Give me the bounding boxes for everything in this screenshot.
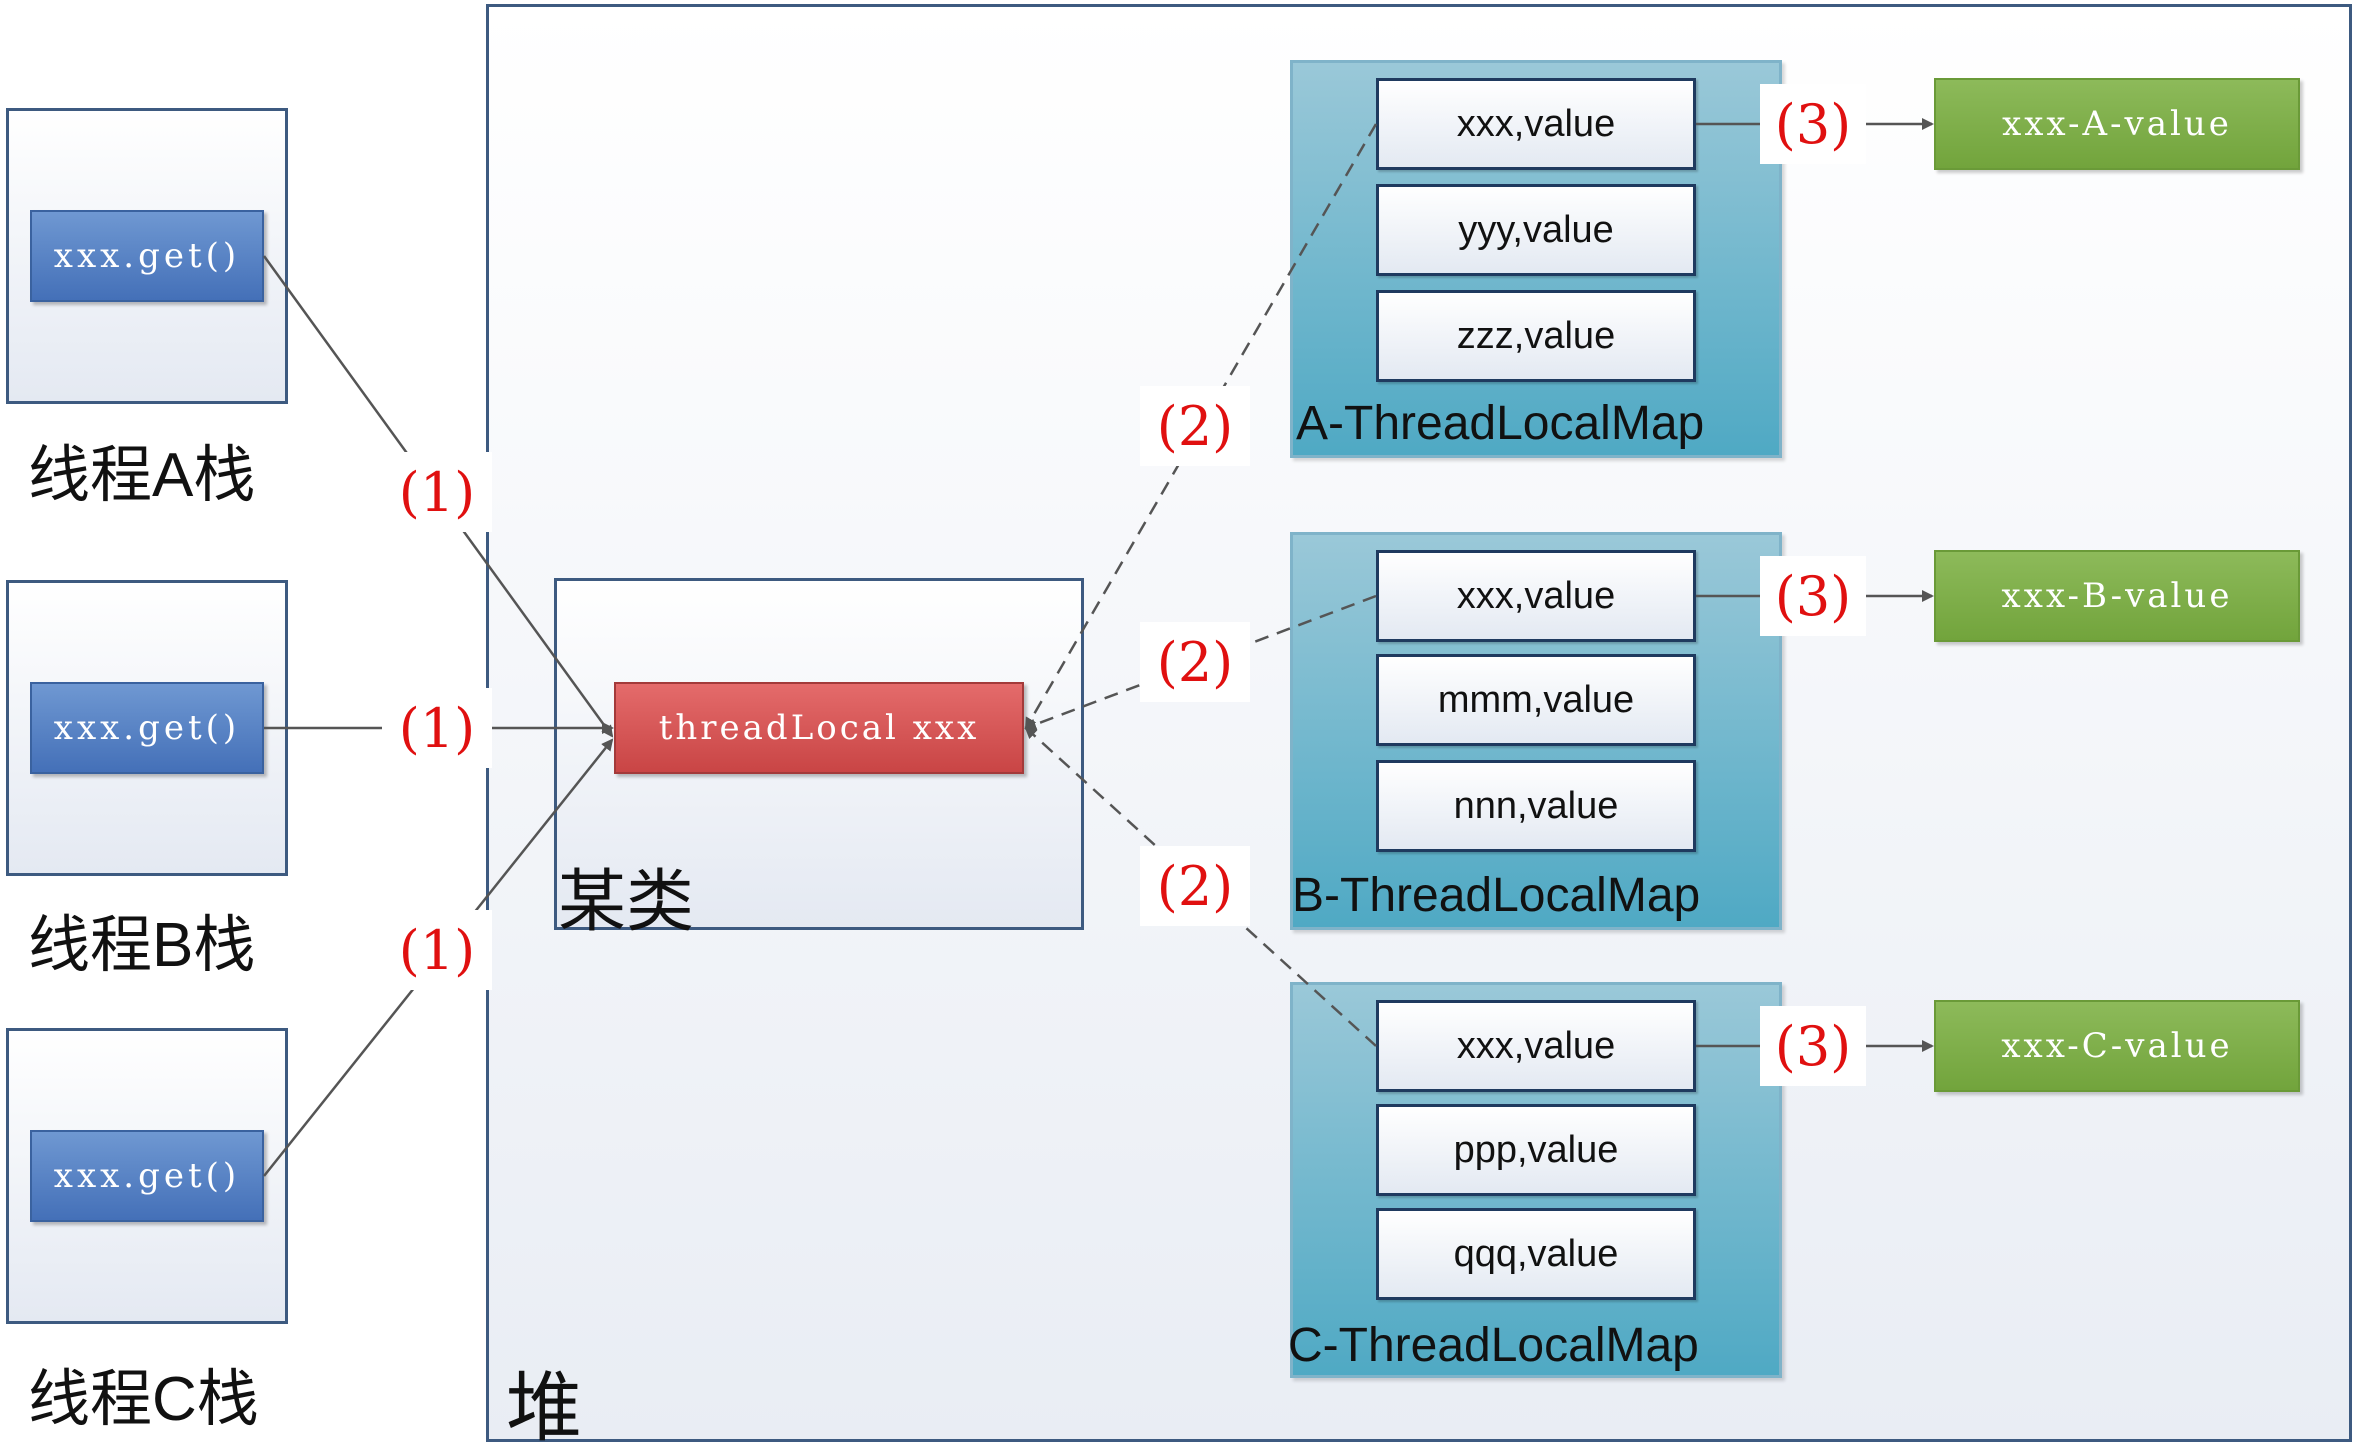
step-1-label-a: (1): [382, 452, 492, 532]
value-c: xxx-C-value: [1934, 1000, 2300, 1092]
map-c-entry: qqq,value: [1376, 1208, 1696, 1300]
step-2-label-a: (2): [1140, 386, 1250, 466]
step-3-label-b: (3): [1760, 556, 1866, 636]
map-b-entry: nnn,value: [1376, 760, 1696, 852]
thread-b-get-call: xxx.get(): [30, 682, 264, 774]
step-3-label-c: (3): [1760, 1006, 1866, 1086]
map-a-label: A-ThreadLocalMap: [1296, 397, 1705, 450]
thread-a-get-call: xxx.get(): [30, 210, 264, 302]
step-1-label-c: (1): [382, 910, 492, 990]
heap-label: 堆: [506, 1366, 582, 1451]
map-c-entry: ppp,value: [1376, 1104, 1696, 1196]
step-3-label-a: (3): [1760, 84, 1866, 164]
value-a: xxx-A-value: [1934, 78, 2300, 170]
map-a-entry: xxx,value: [1376, 78, 1696, 170]
map-a-entry: yyy,value: [1376, 184, 1696, 276]
map-b-entry: xxx,value: [1376, 550, 1696, 642]
step-2-label-b: (2): [1140, 622, 1250, 702]
step-2-label-c: (2): [1140, 846, 1250, 926]
thread-c-get-call: xxx.get(): [30, 1130, 264, 1222]
thread-b-stack-label: 线程B栈: [28, 911, 256, 980]
value-b: xxx-B-value: [1934, 550, 2300, 642]
map-b-entry: mmm,value: [1376, 654, 1696, 746]
thread-a-stack-label: 线程A栈: [28, 441, 256, 510]
thread-c-stack-label: 线程C栈: [28, 1365, 259, 1434]
threadlocal-field: threadLocal xxx: [614, 682, 1024, 774]
map-c-label: C-ThreadLocalMap: [1288, 1319, 1699, 1372]
map-b-label: B-ThreadLocalMap: [1292, 869, 1701, 922]
step-1-label-b: (1): [382, 688, 492, 768]
map-c-entry: xxx,value: [1376, 1000, 1696, 1092]
map-a-entry: zzz,value: [1376, 290, 1696, 382]
class-label: 某类: [558, 864, 695, 940]
